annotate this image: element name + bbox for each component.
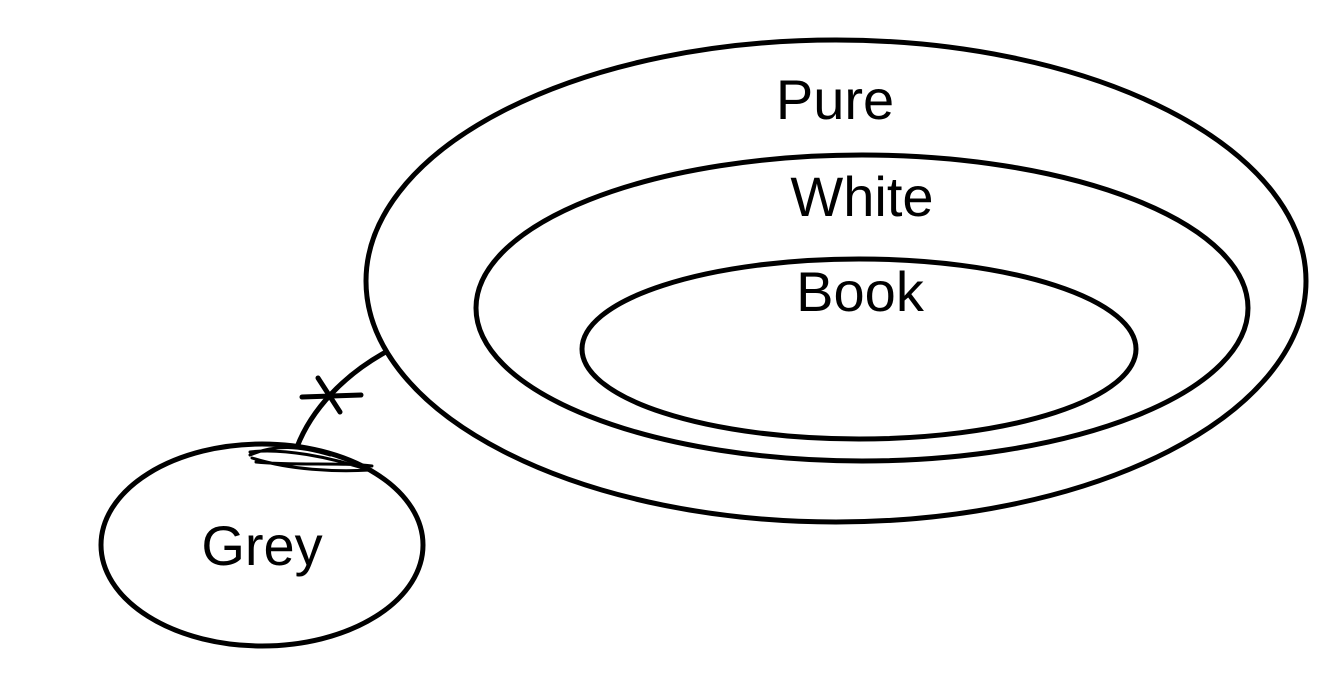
- disjoint-connector: [248, 350, 387, 474]
- ellipse-pure: [363, 37, 1309, 525]
- ellipse-grey: [98, 441, 426, 649]
- ellipse-white: [473, 152, 1251, 464]
- set-grey: Grey: [98, 441, 426, 649]
- label-pure: Pure: [776, 68, 894, 131]
- connector-scribble: [248, 446, 376, 474]
- label-grey: Grey: [201, 514, 322, 577]
- set-white: White: [473, 152, 1251, 464]
- connector-line: [294, 350, 387, 450]
- set-book: Book: [579, 256, 1139, 442]
- ellipse-book: [579, 256, 1139, 442]
- label-white: White: [790, 165, 933, 228]
- set-pure: Pure: [363, 37, 1309, 525]
- cross-icon: [299, 375, 364, 415]
- label-book: Book: [796, 260, 925, 323]
